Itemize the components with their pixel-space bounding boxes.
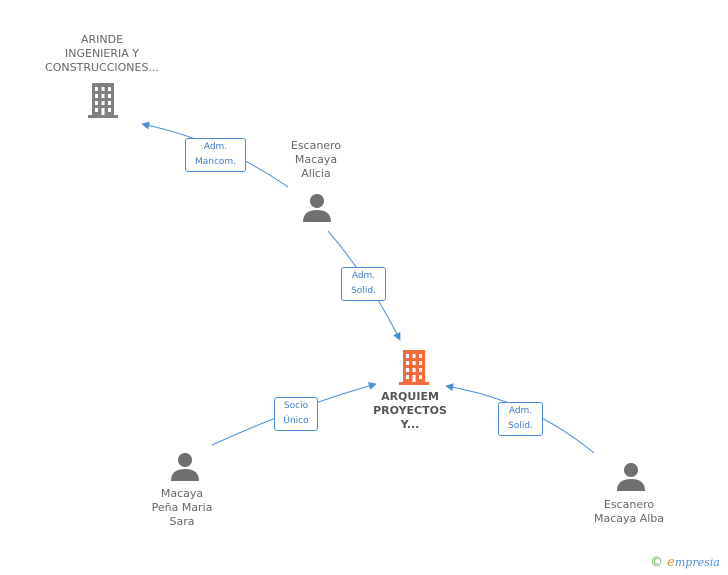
brand-e: e bbox=[667, 555, 675, 570]
brand-rest: mpresia bbox=[674, 556, 720, 569]
edge-label-line: Adm. bbox=[203, 142, 228, 152]
copyright-icon: © bbox=[650, 555, 663, 570]
edge-label-alicia-arinde[interactable]: Adm. Mancom. bbox=[185, 138, 246, 172]
edge-label-sara-arquiem[interactable]: Socio Único bbox=[274, 397, 318, 431]
edge-label-line: Único bbox=[283, 416, 309, 426]
label-line: Escanero bbox=[290, 139, 342, 152]
node-label-arinde[interactable]: ARINDE INGENIERIA Y CONSTRUCCIONES... bbox=[40, 33, 164, 75]
label-line: ARQUIEM bbox=[381, 390, 439, 403]
node-label-escanero-alba[interactable]: Escanero Macaya Alba bbox=[574, 498, 684, 526]
label-line: Alicia bbox=[301, 167, 331, 180]
label-line: CONSTRUCCIONES... bbox=[45, 61, 159, 74]
empresia-watermark: © empresia bbox=[650, 555, 720, 570]
label-line: Macaya Alba bbox=[593, 512, 665, 525]
label-line: INGENIERIA Y bbox=[65, 47, 139, 60]
edge-label-line: Solid. bbox=[508, 421, 533, 431]
edge-label-line: Mancom. bbox=[194, 157, 237, 167]
label-line: Macaya bbox=[294, 153, 338, 166]
label-line: PROYECTOS bbox=[373, 404, 447, 417]
edge-label-alba-arquiem[interactable]: Adm. Solid. bbox=[498, 402, 543, 436]
label-line: Macaya bbox=[160, 487, 204, 500]
node-label-arquiem[interactable]: ARQUIEM PROYECTOS Y... bbox=[364, 390, 456, 432]
person-icon[interactable] bbox=[616, 462, 646, 492]
label-line: Sara bbox=[169, 515, 195, 528]
node-label-escanero-alicia[interactable]: Escanero Macaya Alicia bbox=[266, 139, 366, 181]
label-line: Escanero bbox=[603, 498, 655, 511]
label-line: Y... bbox=[400, 418, 420, 431]
edge-label-line: Solid. bbox=[351, 286, 376, 296]
label-line: ARINDE bbox=[80, 33, 124, 46]
person-icon[interactable] bbox=[302, 193, 332, 223]
node-label-macaya-sara[interactable]: Macaya Peña Maria Sara bbox=[132, 487, 232, 529]
person-icon[interactable] bbox=[170, 452, 200, 482]
edge-label-line: Adm. bbox=[508, 406, 533, 416]
brand-logo: empresia bbox=[667, 555, 720, 570]
building-highlight-icon[interactable] bbox=[397, 350, 431, 386]
label-line: Peña Maria bbox=[151, 501, 213, 514]
edge-label-line: Socio bbox=[283, 401, 309, 411]
edge-label-alicia-arquiem[interactable]: Adm. Solid. bbox=[341, 267, 386, 301]
edge-label-line: Adm. bbox=[351, 271, 376, 281]
building-icon[interactable] bbox=[86, 83, 120, 119]
